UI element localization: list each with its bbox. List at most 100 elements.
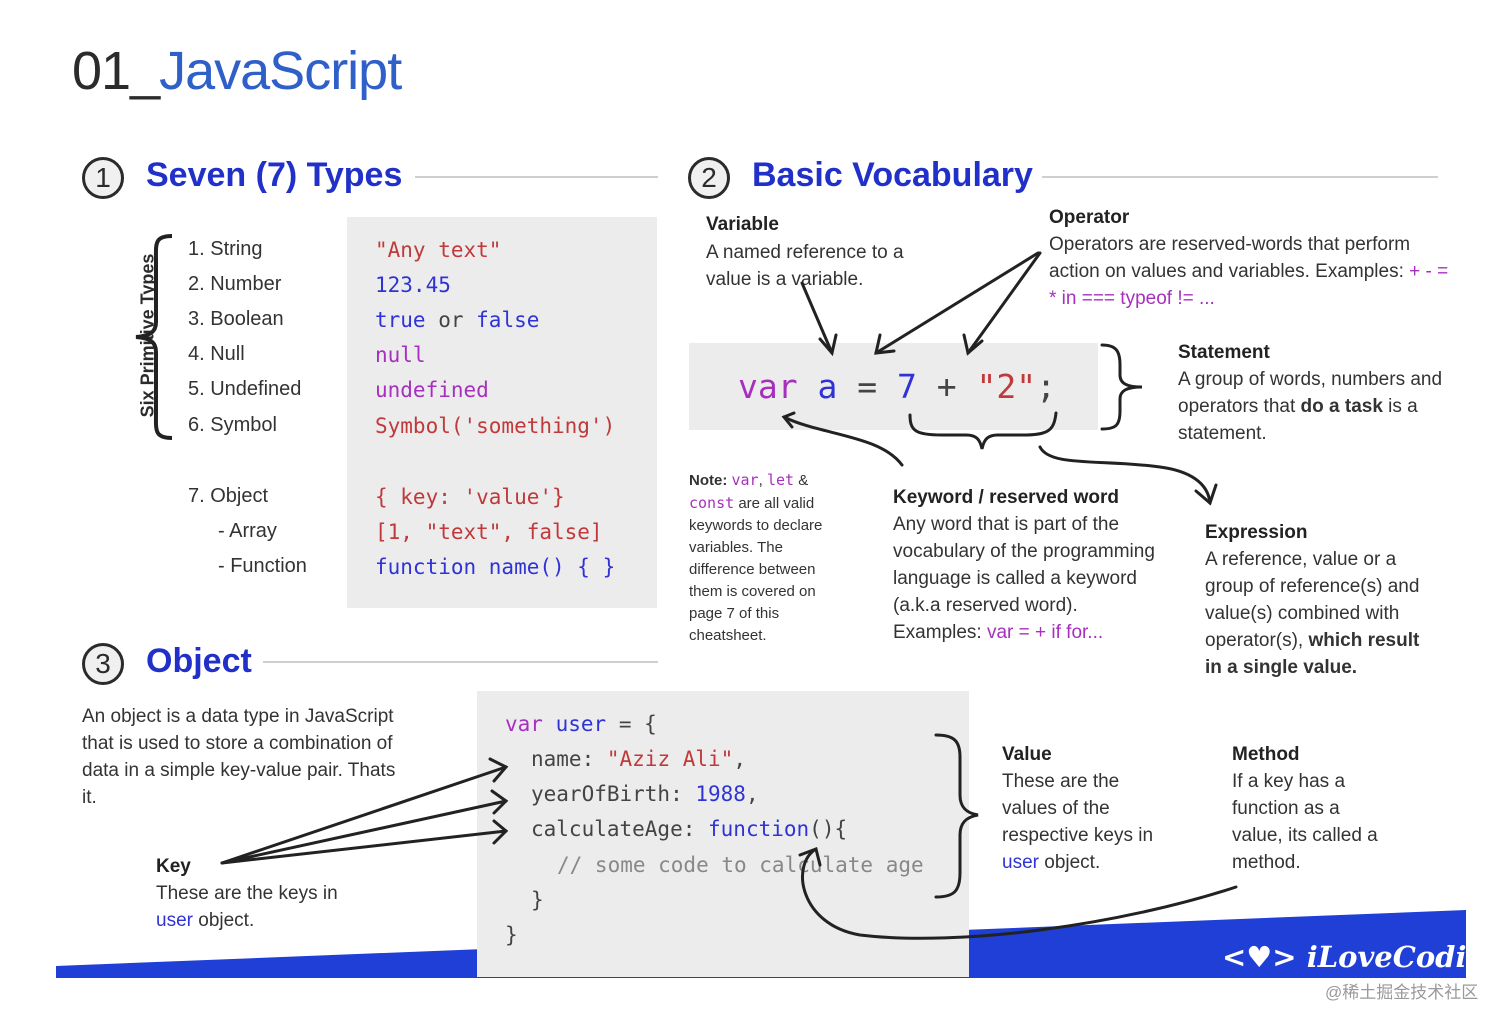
key-arrow-calc-icon xyxy=(220,829,508,865)
object-comma-1: , xyxy=(733,747,746,771)
object-code-panel xyxy=(477,691,969,977)
expression-title: Expression xyxy=(1205,522,1308,543)
code-boolean-example: true or false xyxy=(375,308,539,332)
value-user-link: user xyxy=(1002,852,1039,873)
operator-text: Operators are reserved-words that perfor… xyxy=(1049,231,1449,312)
note-prefix: Note: xyxy=(689,472,728,489)
value-text: These are the values of the respective k… xyxy=(1002,768,1172,876)
keyword-examples: var = + if for... xyxy=(986,622,1104,643)
type-label-string: 1. String xyxy=(188,238,263,260)
statement-text-2: is a statement. xyxy=(1178,396,1418,444)
object-colon-3: : xyxy=(682,817,709,841)
note-const: const xyxy=(689,494,735,512)
type-label-number: 2. Number xyxy=(188,273,282,295)
statement-seven: 7 xyxy=(896,367,917,406)
code-false: false xyxy=(476,308,540,332)
keyword-text: Any word that is part of the vocabulary … xyxy=(893,511,1155,646)
value-text-2: object. xyxy=(1038,852,1101,873)
note-var: var xyxy=(731,471,759,489)
code-true: true xyxy=(375,308,426,332)
key-arrow-year-icon xyxy=(220,799,508,865)
brand-name: iLoveCoding xyxy=(1306,940,1508,974)
keyword-title: Keyword / reserved word xyxy=(893,487,1119,508)
statement-code-panel xyxy=(689,343,1098,430)
object-key-yearofbirth: yearOfBirth xyxy=(531,782,671,806)
vocabulary-annotation-arrows xyxy=(781,251,1218,506)
code-string-example: "Any text" xyxy=(375,238,502,262)
object-value-name: "Aziz Ali" xyxy=(606,747,734,771)
code-array-example: [1, "text", false] xyxy=(375,520,603,544)
object-code-line-2: name: "Aziz Ali", xyxy=(531,747,746,771)
object-code-var: var xyxy=(505,712,543,736)
keyword-arrow-icon xyxy=(782,415,904,467)
code-number-example: 123.45 xyxy=(375,273,451,297)
section2-number-badge: 2 xyxy=(688,157,730,199)
keywords-note: Note: var, let & const are all valid key… xyxy=(689,469,849,647)
statement-a: a xyxy=(817,367,838,406)
section1-title: Seven (7) Types xyxy=(146,156,403,194)
value-title: Value xyxy=(1002,744,1052,765)
statement-eq: = xyxy=(857,367,878,406)
watermark: @稀土掘金技术社区 xyxy=(1325,983,1479,1002)
key-text-1: These are the keys in xyxy=(156,883,338,904)
code-function-example: function name() { } xyxy=(375,555,616,579)
object-comma-2: , xyxy=(745,782,759,806)
expression-text: A reference, value or a group of referen… xyxy=(1205,546,1435,681)
section3-number-badge: 3 xyxy=(82,643,124,685)
code-null-example: null xyxy=(375,343,426,367)
statement-semi: ; xyxy=(1036,367,1056,406)
note-sep: , xyxy=(758,472,767,489)
expression-arrow-icon xyxy=(1038,445,1212,505)
method-arrow-icon xyxy=(801,847,1238,940)
section2-divider xyxy=(1042,176,1438,178)
code-undefined-example: undefined xyxy=(375,378,489,402)
title-prefix: 01_ xyxy=(72,41,160,101)
method-title: Method xyxy=(1232,744,1300,765)
code-symbol-example: Symbol('something') xyxy=(375,414,616,438)
operator-examples: + - = * in === typeof != ... xyxy=(1049,261,1449,309)
object-value-function: function xyxy=(708,817,810,841)
code-or: or xyxy=(425,308,477,332)
section2-title: Basic Vocabulary xyxy=(752,156,1033,194)
statement-code: var a = 7 + "2"; xyxy=(738,367,1056,406)
type-label-boolean: 3. Boolean xyxy=(188,308,284,330)
key-title: Key xyxy=(156,856,191,877)
keyword-examples-label: Examples: xyxy=(893,622,982,643)
expression-brace-icon xyxy=(908,411,1058,450)
statement-var: var xyxy=(738,367,798,406)
page-title: 01_JavaScript xyxy=(72,40,402,102)
key-arrow-name-icon xyxy=(220,765,508,865)
object-code-open: = { xyxy=(606,712,657,736)
operator-arrow-plus-icon xyxy=(966,251,1042,355)
type-label-array: - Array xyxy=(218,520,277,542)
operator-examples-label: Examples: xyxy=(1315,261,1404,282)
variable-text: A named reference to a value is a variab… xyxy=(706,242,904,290)
variable-title: Variable xyxy=(706,214,779,235)
section1-divider xyxy=(415,176,658,178)
statement-two: "2" xyxy=(976,367,1037,406)
note-let: let xyxy=(766,471,795,489)
object-key-calculateage: calculateAge xyxy=(531,817,683,841)
object-colon-2: : xyxy=(670,782,696,806)
statement-brace-icon xyxy=(1100,343,1143,431)
object-code-line-3: yearOfBirth: 1988, xyxy=(531,782,759,806)
statement-title: Statement xyxy=(1178,342,1270,363)
object-description: An object is a data type in JavaScript t… xyxy=(82,706,396,808)
expression-description: A reference, value or a group of referen… xyxy=(1205,549,1420,651)
type-label-undefined: 5. Undefined xyxy=(188,378,302,400)
section1-number-badge: 1 xyxy=(82,157,124,199)
object-code-close-fn: } xyxy=(531,888,544,912)
note-amp: & xyxy=(794,472,809,489)
operator-arrow-eq-icon xyxy=(874,251,1040,355)
object-function-open: (){ xyxy=(809,817,848,841)
type-label-null: 4. Null xyxy=(188,343,245,365)
type-label-symbol: 6. Symbol xyxy=(188,414,277,436)
primitive-types-brace-icon xyxy=(135,234,173,440)
brand-logo: <♥> iLoveCoding xyxy=(1222,940,1508,974)
object-code-line-1: var user = { xyxy=(505,712,657,736)
object-colon-1: : xyxy=(581,747,607,771)
variable-arrow-icon xyxy=(800,281,834,355)
method-text: If a key has a function as a value, its … xyxy=(1232,771,1378,873)
operator-description: Operators are reserved-words that perfor… xyxy=(1049,234,1411,282)
object-code-comment: // some code to calculate age xyxy=(557,853,924,877)
